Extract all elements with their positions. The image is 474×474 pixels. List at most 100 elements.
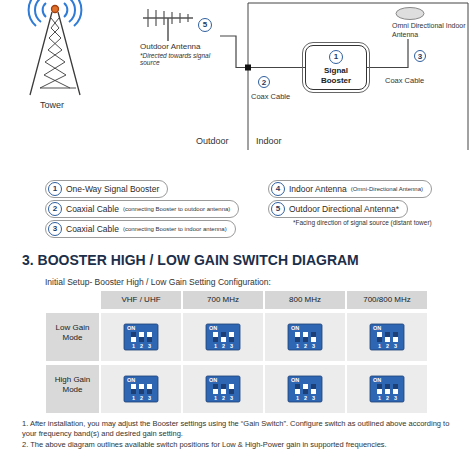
table-cell xyxy=(183,365,263,413)
dip-slot xyxy=(229,384,234,394)
note: 1. After installation, you may adjust th… xyxy=(22,419,462,438)
dip-lever xyxy=(131,332,136,337)
column-header: 800 MHz xyxy=(264,295,346,305)
dip-switch xyxy=(288,324,322,350)
dip-lever xyxy=(311,384,316,389)
dip-slot xyxy=(295,384,300,394)
antenna-element xyxy=(187,14,188,22)
table-cell xyxy=(46,365,99,413)
coax-cable xyxy=(220,36,305,68)
node-text: (Omni-Directional Antenna) xyxy=(351,184,423,195)
dip-switch xyxy=(206,324,240,350)
table-cell xyxy=(183,313,263,361)
node-text: Outdoor Antenna xyxy=(140,42,220,52)
dip-lever xyxy=(385,384,390,389)
callout-number: 1 xyxy=(329,50,343,64)
dip-lever xyxy=(393,332,398,337)
dip-lever xyxy=(295,384,300,389)
antenna-element xyxy=(163,11,164,25)
dip-slot xyxy=(377,384,382,394)
switch-on-mark: ON xyxy=(291,377,299,383)
table-cell xyxy=(265,313,345,361)
dip-slot xyxy=(303,332,308,342)
legend-item: 2Coaxial Cable(connecting Booster to out… xyxy=(45,200,239,218)
node-text: Coaxial Cable xyxy=(66,224,119,235)
dip-slot xyxy=(393,332,398,342)
dip-slot xyxy=(311,384,316,394)
dip-slot xyxy=(221,384,226,394)
dip-lever xyxy=(213,384,218,389)
dip-slot xyxy=(311,332,316,342)
wave xyxy=(43,3,46,17)
dip-lever xyxy=(393,384,398,389)
dip-body xyxy=(124,376,158,402)
dip-lever xyxy=(295,337,300,342)
switch-numbers: 1 2 3 xyxy=(378,343,397,349)
switch-numbers: 1 2 3 xyxy=(132,395,151,401)
antenna-element xyxy=(179,13,180,23)
dip-lever xyxy=(229,389,234,394)
antenna-element xyxy=(147,9,148,27)
callout-number: 1 xyxy=(48,182,62,196)
dip-body xyxy=(370,324,404,350)
wave xyxy=(69,0,75,22)
dip-slot xyxy=(139,384,144,394)
row-header: Low Gain Mode xyxy=(52,323,93,342)
wave xyxy=(74,0,81,26)
table-cell xyxy=(265,365,345,413)
wave xyxy=(29,0,36,26)
section-heading: 3. BOOSTER HIGH / LOW GAIN SWITCH DIAGRA… xyxy=(22,252,359,269)
table-cell xyxy=(101,365,181,413)
dip-slot xyxy=(147,384,152,394)
signal-booster: 1Signal Booster xyxy=(305,45,367,90)
node-text: Signal Booster xyxy=(309,66,363,85)
switch-on-mark: ON xyxy=(209,325,217,331)
callout-number: 5 xyxy=(271,202,285,216)
legend-item: 5Outdoor Directional Antenna**Facing dir… xyxy=(268,200,408,218)
dip-slot xyxy=(131,384,136,394)
dip-slot xyxy=(147,332,152,342)
switch-on-mark: ON xyxy=(127,325,135,331)
dip-switch xyxy=(370,376,404,402)
switch-on-mark: ON xyxy=(127,377,135,383)
dip-slot xyxy=(393,384,398,394)
dip-lever xyxy=(377,337,382,342)
dip-slot xyxy=(221,332,226,342)
switch-table xyxy=(46,291,427,413)
tower-bracing xyxy=(40,18,76,88)
dip-lever xyxy=(139,389,144,394)
dip-slot xyxy=(385,332,390,342)
switch-on-mark: ON xyxy=(291,325,299,331)
illustration-label: Tower xyxy=(40,100,64,111)
dip-lever xyxy=(303,337,308,342)
callout-number: 2 xyxy=(48,202,62,216)
dip-slot xyxy=(303,384,308,394)
dome-antenna-body xyxy=(396,8,424,20)
node-text: (connecting Booster to indoor antenna) xyxy=(123,224,227,235)
area-label: Indoor xyxy=(256,136,282,147)
dip-lever xyxy=(221,384,226,389)
dip-slot xyxy=(377,332,382,342)
dip-lever xyxy=(229,337,234,342)
dip-switch xyxy=(370,324,404,350)
dip-body xyxy=(206,324,240,350)
dip-slot xyxy=(229,332,234,342)
edge-label: Coax Cable xyxy=(250,92,291,101)
node-text: *Directed towards signal source xyxy=(140,52,220,67)
callout-number: 2 xyxy=(258,76,270,88)
dip-body xyxy=(370,376,404,402)
node-text: Indoor Antenna xyxy=(289,184,347,195)
dip-slot xyxy=(213,384,218,394)
yagi-antenna xyxy=(140,6,196,42)
legend-item: 4Indoor Antenna(Omni-Directional Antenna… xyxy=(268,180,432,198)
callout-number: 3 xyxy=(414,50,426,62)
area-label: Outdoor xyxy=(196,136,229,147)
dip-body xyxy=(124,324,158,350)
dip-lever xyxy=(303,389,308,394)
wave xyxy=(35,0,41,22)
dip-lever xyxy=(147,337,152,342)
node-text: Coaxial Cable xyxy=(66,204,119,215)
dip-slot xyxy=(385,384,390,394)
legend-item: 1One-Way Signal Booster xyxy=(45,180,168,198)
table-cell xyxy=(46,313,99,361)
